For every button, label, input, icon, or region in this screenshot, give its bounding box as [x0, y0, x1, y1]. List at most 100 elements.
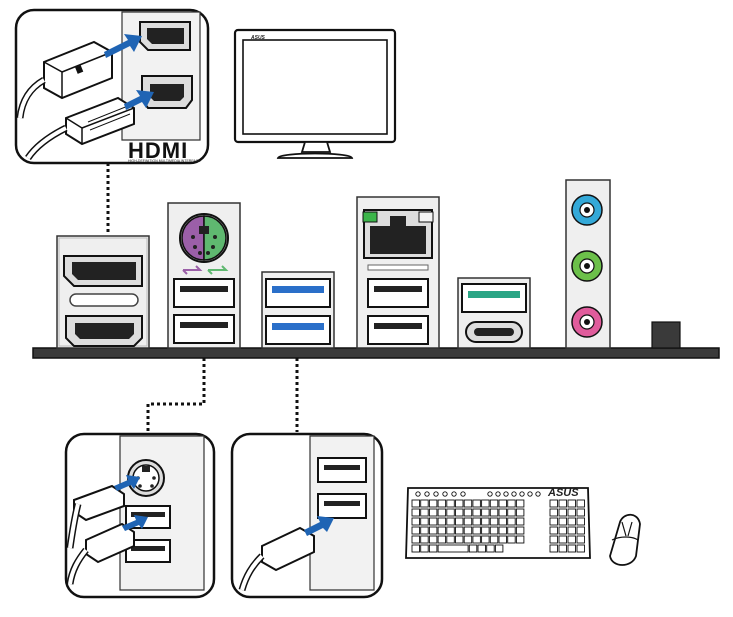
keyboard-key	[477, 544, 486, 553]
callout-leader-line	[146, 358, 206, 432]
keyboard-key	[411, 535, 420, 544]
keyboard-key	[558, 544, 567, 553]
keyboard-key	[558, 526, 567, 535]
keyboard-key	[428, 499, 438, 508]
motherboard-edge	[32, 347, 720, 359]
keyboard-media-key	[519, 491, 525, 497]
hdmi-callout: HDMI HIGH-DEFINITION MULTIMEDIA INTERFAC…	[14, 8, 210, 165]
keyboard-key	[455, 499, 464, 508]
keyboard-key	[567, 544, 576, 553]
keyboard-key	[472, 508, 481, 517]
keyboard-key	[420, 499, 429, 508]
keyboard-key	[515, 499, 525, 508]
keyboard-key	[549, 544, 558, 553]
ps2-usb-block	[167, 202, 241, 349]
keyboard-key	[428, 526, 438, 535]
keyboard-key	[446, 499, 455, 508]
keyboard-key	[446, 526, 455, 535]
hdmi-logo-text: HDMI	[128, 138, 188, 163]
hdmi-logo-tagline: HIGH-DEFINITION MULTIMEDIA INTERFACE	[128, 159, 201, 163]
usb3-block	[261, 271, 335, 349]
keyboard-media-key	[503, 491, 509, 497]
keyboard-key	[428, 535, 438, 544]
keyboard-key	[428, 544, 438, 553]
keyboard-key	[437, 499, 447, 508]
keyboard-key	[507, 508, 516, 517]
keyboard-key	[549, 508, 558, 517]
keyboard-key	[437, 544, 469, 553]
keyboard-key	[463, 526, 473, 535]
keyboard-key	[463, 508, 473, 517]
keyboard-key	[472, 517, 481, 526]
keyboard-key	[411, 544, 420, 553]
keyboard-key	[498, 508, 507, 517]
keyboard-key	[507, 535, 516, 544]
keyboard-key	[463, 517, 473, 526]
insert-arrow-icon	[104, 34, 142, 58]
keyboard-key	[481, 535, 490, 544]
keyboard-media-key	[424, 491, 430, 497]
keyboard-key	[567, 526, 576, 535]
keyboard-key	[558, 499, 567, 508]
keyboard-key	[472, 526, 481, 535]
keyboard-key	[411, 499, 420, 508]
keyboard-key	[515, 517, 525, 526]
keyboard-key	[549, 526, 558, 535]
keyboard-media-key	[535, 491, 541, 497]
hdmi-logo: HDMI HIGH-DEFINITION MULTIMEDIA INTERFAC…	[128, 138, 201, 163]
keyboard-key	[549, 535, 558, 544]
usb-cable	[261, 526, 315, 572]
keyboard-key	[420, 517, 429, 526]
keyboard-key	[515, 508, 525, 517]
audio-jack-block	[565, 179, 611, 349]
keyboard-key	[446, 508, 455, 517]
keyboard-key	[420, 526, 429, 535]
keyboard-key	[455, 517, 464, 526]
keyboard-key	[576, 517, 585, 526]
keyboard-key	[481, 517, 490, 526]
keyboard-key	[567, 535, 576, 544]
monitor-brand-label: ASUS	[250, 35, 266, 41]
usb-c-block	[457, 277, 531, 349]
keyboard-key	[494, 544, 504, 553]
keyboard-key	[507, 526, 516, 535]
usb-port	[173, 278, 235, 308]
keyboard-key	[437, 526, 447, 535]
keyboard-media-key	[460, 491, 466, 497]
keyboard-key	[420, 544, 429, 553]
motherboard-io-panel	[32, 179, 720, 359]
keyboard-key	[498, 526, 507, 535]
keyboard-key	[446, 535, 455, 544]
keyboard-key	[455, 508, 464, 517]
keyboard-key	[486, 544, 495, 553]
keyboard-key	[576, 499, 585, 508]
keyboard-media-key	[433, 491, 439, 497]
lan-led-indicator	[418, 211, 434, 223]
keyboard-key	[489, 526, 499, 535]
keyboard-key	[567, 517, 576, 526]
keyboard-key	[411, 517, 420, 526]
keyboard-key	[576, 544, 585, 553]
keyboard-key	[481, 499, 490, 508]
display-output-block	[56, 235, 150, 349]
keyboard-key	[411, 508, 420, 517]
keyboard-key	[411, 526, 420, 535]
keyboard-key	[472, 535, 481, 544]
keyboard-key	[515, 535, 525, 544]
insert-arrow-icon	[122, 515, 148, 531]
keyboard-media-key	[527, 491, 533, 497]
keyboard-key	[567, 499, 576, 508]
keyboard-media-key	[495, 491, 501, 497]
keyboard-key	[576, 535, 585, 544]
keyboard-key	[549, 517, 558, 526]
usb-port	[367, 315, 429, 345]
keyboard-key	[558, 517, 567, 526]
keyboard-key	[455, 535, 464, 544]
keyboard-key	[428, 517, 438, 526]
keyboard-key	[428, 508, 438, 517]
mouse-icon	[609, 513, 641, 566]
keyboard-key	[498, 517, 507, 526]
keyboard-key	[558, 535, 567, 544]
